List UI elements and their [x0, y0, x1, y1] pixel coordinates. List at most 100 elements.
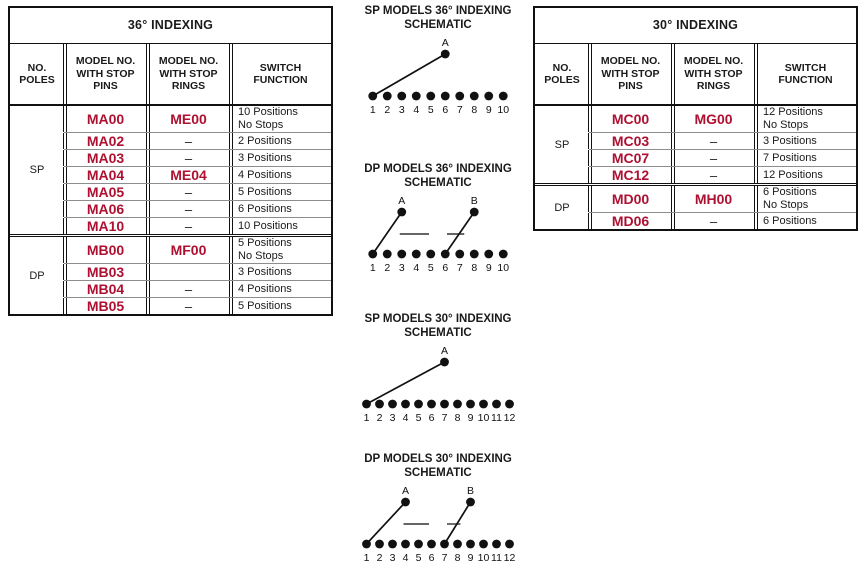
svg-text:2: 2 [377, 552, 383, 564]
svg-text:1: 1 [364, 412, 370, 424]
svg-text:10: 10 [497, 104, 509, 116]
model-no-stop-rings: – [146, 183, 230, 200]
model-no-stop-rings: – [671, 149, 755, 166]
switch-function: 12 Positions No Stops [754, 106, 856, 132]
svg-text:10: 10 [478, 552, 490, 564]
switch-function: 5 Positions No Stops [229, 234, 331, 263]
switch-function: 3 Positions [754, 132, 856, 149]
switch-function: 4 Positions [229, 166, 331, 183]
svg-text:10: 10 [478, 412, 490, 424]
poles-label: DP [10, 234, 64, 314]
model-no-stop-pins: MB04 [63, 280, 147, 297]
model-no-stop-rings: MG00 [671, 106, 755, 132]
svg-text:1: 1 [370, 262, 376, 274]
svg-text:1: 1 [370, 104, 376, 116]
svg-text:4: 4 [403, 552, 409, 564]
switch-function: 7 Positions [754, 149, 856, 166]
model-no-stop-pins: MC03 [588, 132, 672, 149]
svg-text:11: 11 [491, 552, 502, 564]
svg-text:8: 8 [455, 552, 461, 564]
svg-text:A: A [398, 195, 405, 207]
model-no-stop-rings: – [146, 132, 230, 149]
svg-text:4: 4 [403, 412, 409, 424]
switch-function: 4 Positions [229, 280, 331, 297]
column-header: NO.POLES [535, 44, 589, 106]
poles-label: DP [535, 183, 589, 229]
model-no-stop-pins: MC07 [588, 149, 672, 166]
svg-text:8: 8 [471, 262, 477, 274]
svg-text:B: B [471, 195, 478, 207]
model-no-stop-rings: – [146, 149, 230, 166]
switch-function: 10 Positions [229, 217, 331, 234]
svg-text:4: 4 [413, 262, 419, 274]
model-no-stop-pins: MC12 [588, 166, 672, 183]
svg-text:3: 3 [399, 262, 405, 274]
svg-text:8: 8 [455, 412, 461, 424]
svg-text:7: 7 [457, 262, 463, 274]
schematic-title: SP MODELS 36° INDEXING SCHEMATIC [364, 5, 512, 31]
model-no-stop-rings: – [671, 166, 755, 183]
switch-function: 3 Positions [229, 263, 331, 280]
model-no-stop-pins: MA06 [63, 200, 147, 217]
switch-function: 5 Positions [229, 297, 331, 314]
svg-text:5: 5 [428, 262, 434, 274]
model-no-stop-pins: MD06 [588, 212, 672, 229]
svg-text:6: 6 [429, 552, 435, 564]
svg-text:9: 9 [468, 552, 474, 564]
model-no-stop-rings: ME00 [146, 106, 230, 132]
svg-text:5: 5 [428, 104, 434, 116]
table-title: 36° INDEXING [10, 8, 331, 44]
svg-text:11: 11 [491, 412, 502, 424]
schematic-title: DP MODELS 36° INDEXING SCHEMATIC [364, 163, 512, 189]
svg-text:6: 6 [442, 104, 448, 116]
switch-function: 12 Positions [754, 166, 856, 183]
svg-text:10: 10 [497, 262, 509, 274]
model-no-stop-pins: MC00 [588, 106, 672, 132]
model-no-stop-rings: – [671, 212, 755, 229]
svg-text:8: 8 [471, 104, 477, 116]
svg-text:5: 5 [416, 552, 422, 564]
model-no-stop-rings: ME04 [146, 166, 230, 183]
svg-text:9: 9 [486, 262, 492, 274]
model-no-stop-pins: MA02 [63, 132, 147, 149]
table-title: 30° INDEXING [535, 8, 856, 44]
svg-text:A: A [402, 485, 409, 497]
svg-text:4: 4 [413, 104, 419, 116]
switch-function: 6 Positions [229, 200, 331, 217]
model-no-stop-rings: – [146, 217, 230, 234]
svg-text:3: 3 [390, 412, 396, 424]
svg-text:1: 1 [364, 552, 370, 564]
switch-function: 3 Positions [229, 149, 331, 166]
switch-function: 5 Positions [229, 183, 331, 200]
model-no-stop-rings: – [146, 200, 230, 217]
svg-text:6: 6 [429, 412, 435, 424]
svg-text:12: 12 [504, 412, 516, 424]
model-no-stop-rings: – [146, 280, 230, 297]
model-no-stop-rings [146, 263, 230, 280]
model-no-stop-pins: MB03 [63, 263, 147, 280]
svg-text:7: 7 [442, 552, 448, 564]
model-no-stop-pins: MA05 [63, 183, 147, 200]
model-no-stop-rings: MF00 [146, 234, 230, 263]
model-no-stop-pins: MA03 [63, 149, 147, 166]
switch-function: 6 Positions [754, 212, 856, 229]
svg-text:2: 2 [377, 412, 383, 424]
model-no-stop-pins: MA04 [63, 166, 147, 183]
model-no-stop-rings: – [671, 132, 755, 149]
model-no-stop-pins: MA00 [63, 106, 147, 132]
model-no-stop-pins: MA10 [63, 217, 147, 234]
schematic-title: DP MODELS 30° INDEXING SCHEMATIC [364, 453, 512, 479]
